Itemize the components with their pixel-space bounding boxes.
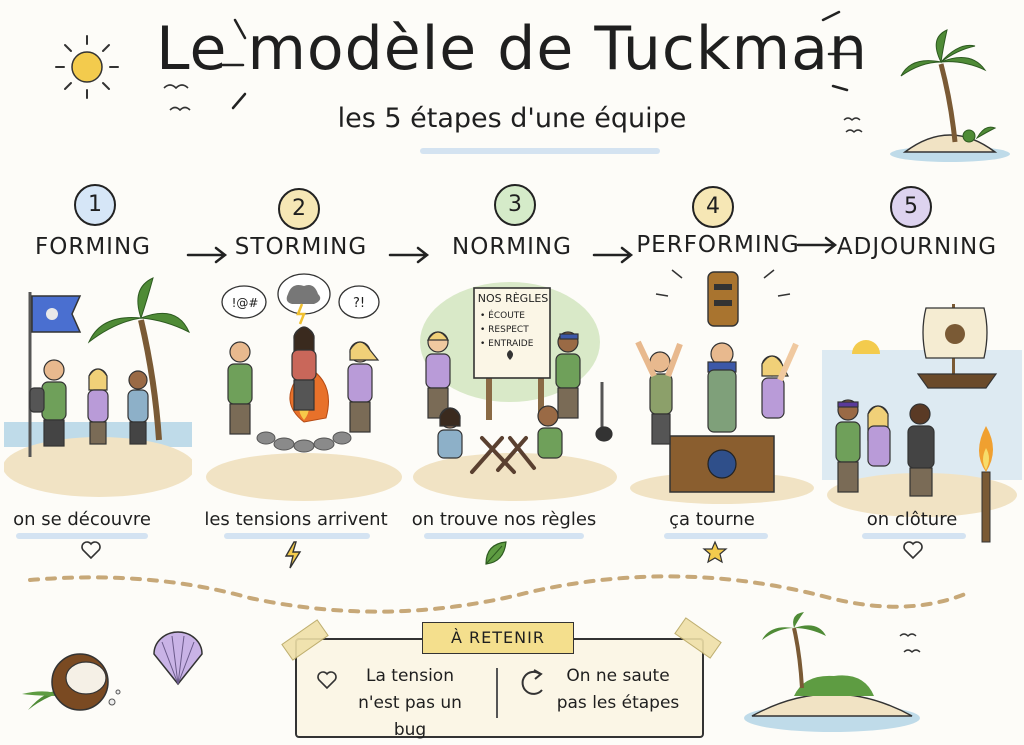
box-divider (496, 668, 498, 718)
bird-icon (163, 84, 191, 112)
arrow-right-icon (592, 246, 634, 264)
bird-icon (843, 117, 863, 133)
adjourning-scene-illustration (822, 304, 1022, 543)
page-title: Le modèle de Tuckman (156, 14, 868, 84)
forming-scene-illustration (4, 277, 192, 497)
rules-sign-title: NOS RÈGLES (477, 292, 549, 305)
stage-1-number: 1 (74, 184, 116, 226)
stage-5-name: ADJOURNING (836, 234, 998, 260)
takeaway-right-line1: On ne saute (566, 666, 670, 686)
sun-icon (55, 35, 119, 99)
rules-sign-item: • RESPECT (480, 325, 529, 335)
stage-2-number: 2 (278, 188, 320, 230)
caption-underline (224, 533, 370, 539)
stage-1-caption: on se découvre (13, 509, 151, 530)
island-palm-icon (744, 612, 920, 732)
leaf-icon (485, 541, 507, 565)
retenir-banner: À RETENIR (422, 622, 574, 654)
caption-underline (862, 533, 966, 539)
stage-3-name: NORMING (452, 234, 572, 260)
stage-3-number: 3 (494, 184, 536, 226)
performing-scene-illustration (630, 269, 814, 504)
arrow-right-icon (796, 236, 838, 254)
stage-4-number: 4 (692, 186, 734, 228)
rules-sign-item: • ÉCOUTE (480, 311, 525, 321)
heart-icon (81, 541, 101, 560)
norming-scene-illustration (413, 282, 617, 501)
caption-underline (16, 533, 148, 539)
stage-3-caption: on trouve nos règles (411, 509, 597, 530)
stage-5-number: 5 (890, 186, 932, 228)
coconut-icon (22, 653, 121, 711)
seashell-icon (153, 631, 203, 686)
lightning-icon (284, 541, 302, 569)
caption-underline (664, 533, 768, 539)
star-icon (702, 540, 728, 564)
bird-icon (899, 633, 921, 653)
stage-2-name: STORMING (234, 234, 368, 260)
bubble-left-text: !@# (231, 296, 259, 310)
page-subtitle: les 5 étapes d'une équipe (337, 103, 687, 134)
stage-4-name: PERFORMING (636, 232, 800, 258)
bubble-right-text: ?! (352, 296, 366, 311)
stage-1-name: FORMING (35, 234, 151, 260)
heart-icon (317, 671, 337, 690)
stage-4-caption: ça tourne (669, 509, 755, 530)
dotted-path (28, 574, 972, 614)
arrow-right-icon (388, 246, 430, 264)
title-accent-icon (821, 10, 859, 92)
rules-sign-item: • ENTRAIDE (480, 339, 534, 349)
island-palm-icon (890, 29, 1010, 162)
cycle-arrow-icon (521, 669, 543, 695)
title-accent-icon (219, 18, 247, 110)
arrow-right-icon (186, 246, 228, 264)
storming-scene-illustration (206, 273, 402, 501)
subtitle-underline (420, 148, 660, 154)
key-takeaways-box (295, 638, 704, 738)
caption-underline (424, 533, 584, 539)
takeaway-right-line2: pas les étapes (556, 693, 680, 713)
takeaway-left-line1: La tension (366, 666, 454, 686)
takeaway-left-line2: n'est pas un bug (358, 693, 462, 740)
heart-icon (903, 541, 923, 560)
stage-2-caption: les tensions arrivent (204, 509, 388, 530)
stage-5-caption: on clôture (866, 509, 958, 530)
